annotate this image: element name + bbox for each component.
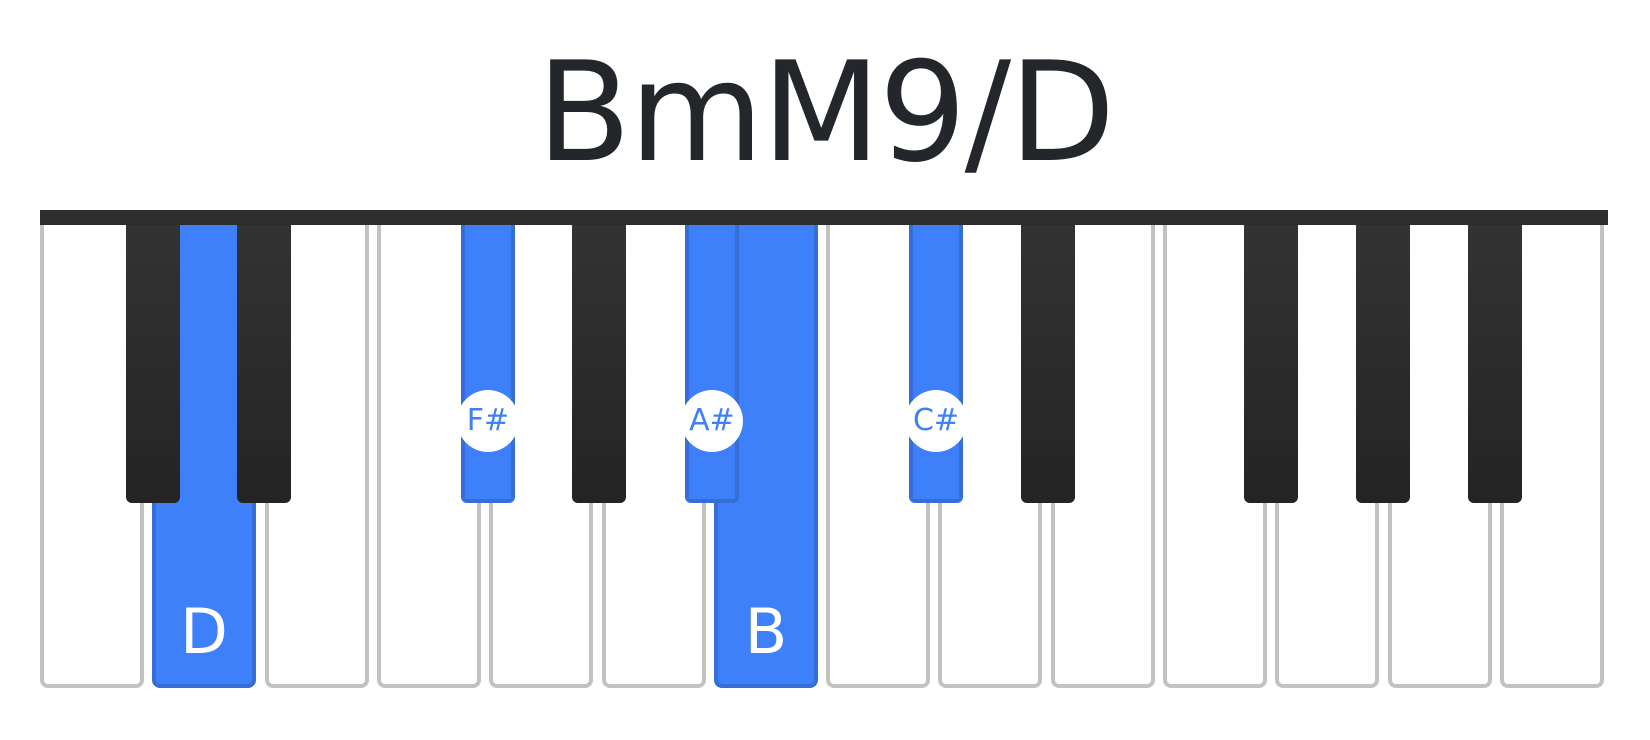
black-key[interactable]	[572, 223, 626, 503]
black-key[interactable]	[909, 223, 963, 503]
black-key[interactable]	[461, 223, 515, 503]
black-key[interactable]	[1468, 223, 1522, 503]
black-key[interactable]	[126, 223, 180, 503]
white-key-note-label: B	[744, 595, 788, 668]
black-key-note-label: F#	[457, 390, 519, 452]
black-key[interactable]	[1244, 223, 1298, 503]
white-key-note-label: D	[180, 595, 228, 668]
black-key-note-label: A#	[681, 390, 743, 452]
black-key[interactable]	[685, 223, 739, 503]
chord-title: BmM9/D	[536, 32, 1116, 193]
black-key[interactable]	[1021, 223, 1075, 503]
black-key[interactable]	[237, 223, 291, 503]
keyboard-top-bar	[40, 210, 1608, 225]
black-key[interactable]	[1356, 223, 1410, 503]
black-key-note-label: C#	[905, 390, 967, 452]
